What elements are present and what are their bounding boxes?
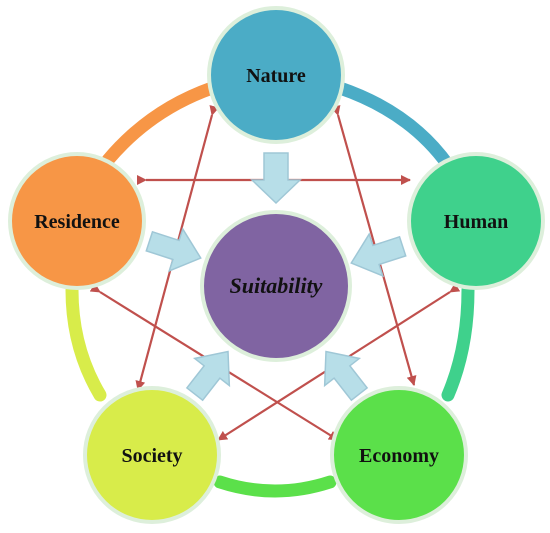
node-circle-society [83, 386, 221, 524]
inward-arrow-from-economy [323, 350, 369, 402]
node-label-society: Society [121, 445, 182, 467]
ring-segment-economy-society [213, 475, 337, 498]
inward-arrow-from-nature [250, 152, 302, 205]
node-label-nature: Nature [246, 65, 306, 87]
inward-arrow-from-residence [145, 227, 202, 273]
inward-arrow-from-society [185, 350, 231, 402]
node-nature: Nature [207, 6, 345, 144]
node-economy: Economy [330, 386, 468, 524]
node-society: Society [83, 386, 221, 524]
center-node: Suitability [200, 210, 352, 362]
center-circle [200, 210, 352, 362]
node-circle-residence [8, 152, 146, 290]
node-human: Human [407, 152, 545, 290]
ring-segment-nature-human [333, 81, 455, 172]
ring-segment-human-economy [441, 283, 475, 402]
node-label-human: Human [444, 211, 508, 233]
node-label-residence: Residence [34, 211, 120, 233]
center-label: Suitability [230, 273, 323, 298]
inward-arrow-from-human [350, 232, 407, 278]
node-circle-economy [330, 386, 468, 524]
node-circle-human [407, 152, 545, 290]
node-circle-nature [207, 6, 345, 144]
inward-arrows [145, 152, 407, 402]
ring-segment-residence-nature [101, 81, 219, 167]
node-residence: Residence [8, 152, 146, 290]
ring-segment-society-residence [65, 283, 107, 402]
node-label-economy: Economy [359, 445, 439, 467]
